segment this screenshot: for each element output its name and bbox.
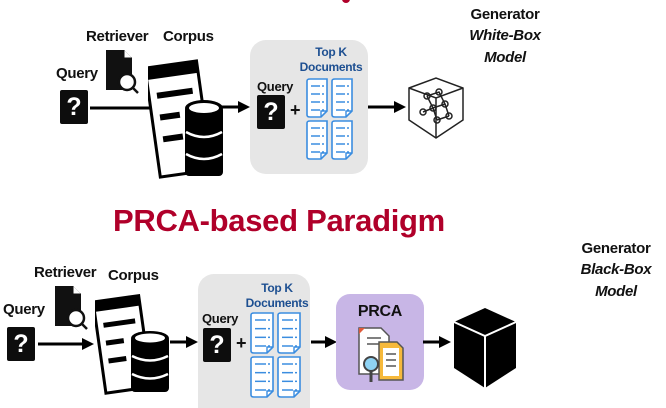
arrow-topk-to-generator xyxy=(368,101,406,113)
plus-sign: + xyxy=(236,333,247,353)
document-icon xyxy=(277,356,301,398)
document-icon xyxy=(306,120,328,160)
retriever-label: Retriever xyxy=(86,28,149,45)
arrow-topk-to-prca xyxy=(311,336,337,348)
document-icon xyxy=(250,356,274,398)
arrow-prca-to-generator xyxy=(423,336,451,348)
database-icon xyxy=(185,100,223,176)
retriever-label: Retriever xyxy=(34,264,97,281)
arrow-query-to-corpus xyxy=(38,338,94,350)
inner-query-label: Query xyxy=(257,79,294,94)
corpus-label: Corpus xyxy=(108,267,159,284)
white-box-model-icon xyxy=(408,77,464,139)
document-icon xyxy=(331,78,353,118)
topk-label-2: Documents xyxy=(245,296,309,310)
inner-query-box: ? xyxy=(203,328,231,362)
arrow-corpus-to-topk xyxy=(222,101,250,113)
inner-query-label: Query xyxy=(202,311,239,326)
topk-label-1: Top K xyxy=(315,45,347,59)
generator-type-2: Model xyxy=(595,283,637,300)
query-box: ? xyxy=(60,90,88,124)
black-box-model-icon xyxy=(453,308,517,388)
arrow-corpus-to-topk xyxy=(170,336,198,348)
prca-label: PRCA xyxy=(357,303,403,320)
generator-label: Generator xyxy=(470,6,540,23)
retriever-icon xyxy=(106,50,139,94)
plus-sign: + xyxy=(290,100,301,120)
document-icon xyxy=(250,312,274,354)
database-icon xyxy=(131,331,169,392)
generator-type-2: Model xyxy=(484,49,526,66)
top-k-documents-icon xyxy=(306,78,353,160)
generator-label: Generator xyxy=(581,240,651,257)
prca-document-analysis-icon xyxy=(358,327,404,382)
document-icon xyxy=(306,78,328,118)
generator-type-1: Black-Box xyxy=(580,261,652,278)
corpus-label: Corpus xyxy=(163,28,214,45)
query-label: Query xyxy=(56,65,98,82)
top-k-documents-icon xyxy=(250,312,301,398)
corpus-icon xyxy=(148,59,223,179)
document-icon xyxy=(277,312,301,354)
query-box: ? xyxy=(7,327,35,361)
topk-label-1: Top K xyxy=(261,281,293,295)
inner-query-box: ? xyxy=(257,95,285,129)
topk-label-2: Documents xyxy=(299,60,363,74)
query-label: Query xyxy=(3,301,45,318)
generator-type-1: White-Box xyxy=(469,27,541,44)
cropped-title-fragment xyxy=(342,0,350,3)
prca-paradigm-title: PRCA-based Paradigm xyxy=(113,203,445,238)
corpus-icon xyxy=(95,293,169,395)
document-icon xyxy=(331,120,353,160)
retriever-icon xyxy=(55,286,88,330)
